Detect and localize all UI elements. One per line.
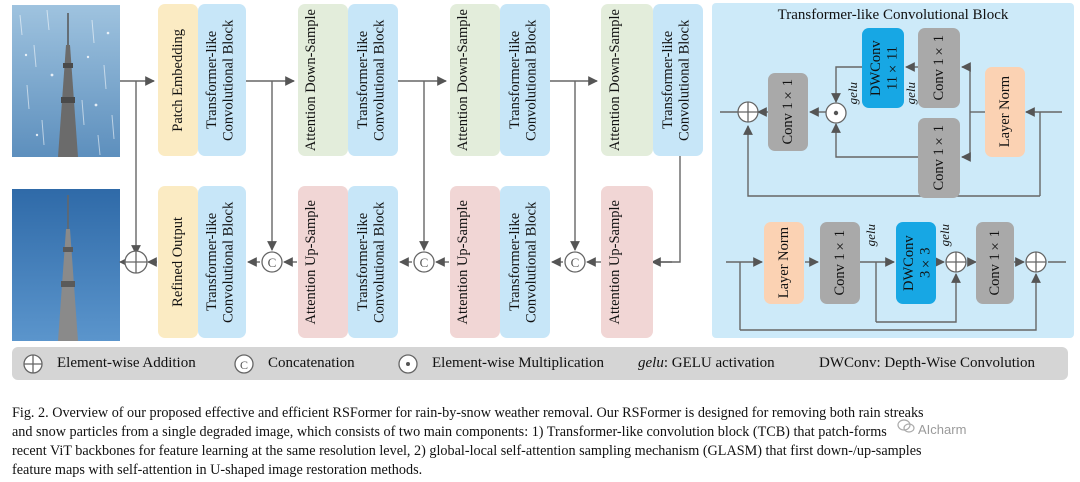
- tcb-block: Transformer-like Convolutional Block: [198, 4, 246, 156]
- svg-text:C: C: [571, 255, 580, 270]
- watermark-text: AIcharm: [918, 422, 967, 437]
- tcb-detail-title: Transformer-like Convolutional Block: [777, 7, 1009, 23]
- tcb-block: Transformer-like Convolutional Block: [500, 4, 550, 156]
- layer-norm-block: Layer Norm: [764, 222, 804, 304]
- conv1x1-block: Conv 1×1: [820, 222, 860, 304]
- attention-down-sample-block: Attention Down-Sample: [450, 4, 500, 156]
- svg-text:C: C: [240, 358, 248, 372]
- svg-text:C: C: [420, 255, 429, 270]
- attention-up-sample-block: Attention Up-Sample: [601, 186, 653, 338]
- attention-down-sample-block: Attention Down-Sample: [601, 4, 653, 156]
- legend-mult-text: Element-wise Multiplication: [432, 355, 605, 371]
- concat-icon: [261, 251, 586, 273]
- tcb-block: Transformer-like Convolutional Block: [348, 186, 398, 338]
- legend-add-text: Element-wise Addition: [57, 355, 196, 371]
- caption-line: feature maps with self-attention in U-sh…: [12, 462, 423, 478]
- output-clean-image: [12, 189, 120, 341]
- conv1x1-block: Conv 1×1: [918, 28, 960, 108]
- attention-down-sample-block: Attention Down-Sample: [298, 4, 348, 156]
- refined-output-block: Refined Output: [158, 186, 198, 338]
- tcb-block: Transformer-like Convolutional Block: [198, 186, 246, 338]
- legend-concat-text: Concatenation: [268, 355, 355, 371]
- legend-gelu-desc: : GELU activation: [663, 355, 775, 371]
- caption-line: and snow particles from a single degrade…: [12, 424, 887, 440]
- legend-gelu: gelu: GELU activation: [638, 355, 775, 372]
- patch-embedding-block: Patch Embedding: [158, 4, 198, 156]
- legend: [12, 347, 1068, 380]
- input-rainy-image: [12, 5, 120, 157]
- conv1x1-block: Conv 1×1: [768, 73, 808, 151]
- conv1x1-block: Conv 1×1: [918, 118, 960, 198]
- attention-up-sample-block: Attention Up-Sample: [298, 186, 348, 338]
- legend-dwconv-text: DWConv: Depth-Wise Convolution: [819, 355, 1036, 371]
- caption-line: recent ViT backbones for feature learnin…: [12, 443, 922, 459]
- watermark-icon: [897, 419, 915, 433]
- dwconv-3-block: DWConv 3×3: [896, 222, 936, 304]
- caption-line: Fig. 2. Overview of our proposed effecti…: [12, 405, 924, 421]
- dwconv-11-block: DWConv 11×11: [862, 28, 904, 108]
- add-icon: [124, 250, 148, 274]
- legend-gelu-key: gelu: [638, 355, 664, 371]
- layer-norm-block: Layer Norm: [985, 67, 1025, 157]
- tcb-block: Transformer-like Convolutional Block: [653, 4, 703, 156]
- attention-up-sample-block: Attention Up-Sample: [450, 186, 500, 338]
- figure-caption: Fig. 2. Overview of our proposed effecti…: [12, 404, 1070, 480]
- tcb-block: Transformer-like Convolutional Block: [348, 4, 398, 156]
- svg-text:C: C: [268, 255, 277, 270]
- tcb-block: Transformer-like Convolutional Block: [500, 186, 550, 338]
- conv1x1-block: Conv 1×1: [976, 222, 1014, 304]
